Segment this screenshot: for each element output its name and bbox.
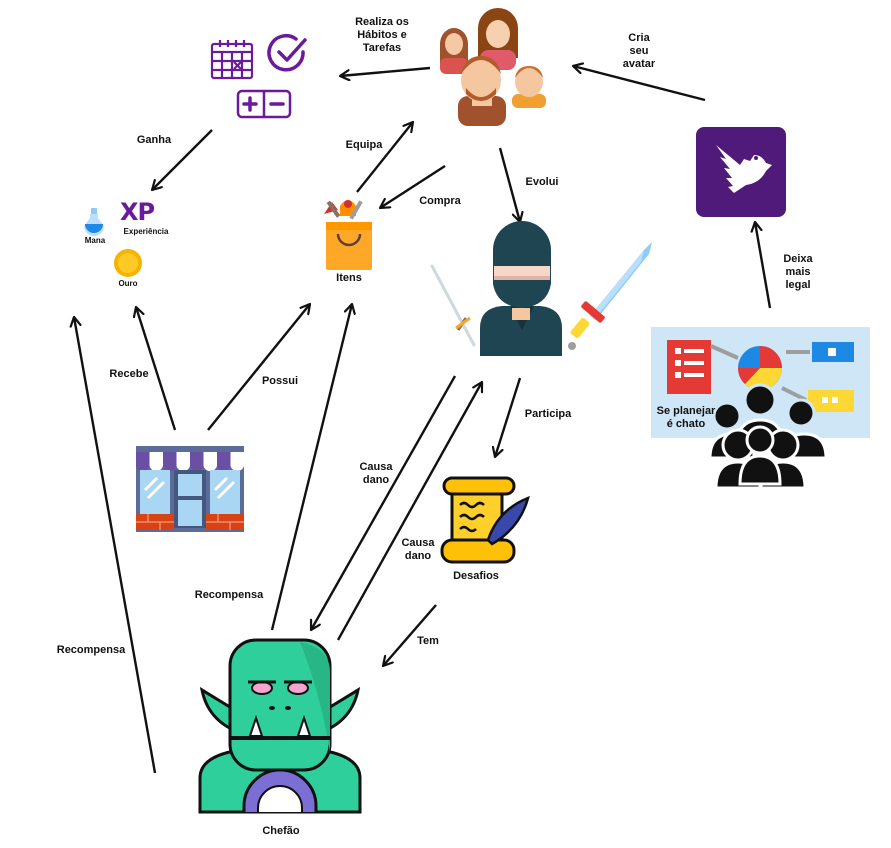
- boss-label: Chefão: [262, 825, 300, 837]
- edge-label-realiza: Realiza os Hábitos e Tarefas: [355, 16, 409, 54]
- store-icon: [136, 446, 244, 532]
- arrow-store-to-items: [207, 304, 310, 431]
- arrow-users-to-items: [380, 164, 446, 208]
- habits-icons: [210, 34, 307, 119]
- edge-label-recompensa-1: Recompensa: [194, 589, 264, 601]
- habitica-griffin-icon: [696, 127, 786, 217]
- edge-label-deixa: Deixa mais legal: [783, 253, 813, 291]
- edge-label-causa-2: Causa dano: [401, 537, 435, 562]
- people-group-icon: [708, 383, 828, 490]
- planning-label: Se planejar é chato: [656, 405, 716, 430]
- calendar-icon: [210, 40, 254, 80]
- edge-label-tem: Tem: [417, 635, 439, 647]
- items-label: Itens: [336, 272, 362, 284]
- orc-boss-icon: [198, 638, 362, 814]
- arrow-ninja-to-boss: [311, 375, 457, 630]
- edge-label-compra: Compra: [419, 195, 461, 207]
- mana-label: Mana: [84, 236, 106, 245]
- edge-label-evolui: Evolui: [525, 176, 559, 188]
- mana-potion-icon: [84, 208, 104, 236]
- arrows: [74, 66, 772, 774]
- arrow-boss-to-items: [270, 304, 352, 631]
- gold-coin-icon: [114, 249, 142, 277]
- arrow-items-to-users: [356, 122, 413, 193]
- arrow-planning-to-habitica: [755, 222, 772, 309]
- arrow-boss-to-rewards: [74, 317, 157, 774]
- ninja-avatar-icon: [430, 221, 652, 356]
- edge-label-possui: Possui: [261, 375, 299, 387]
- xp-text: XP: [120, 198, 155, 226]
- arrow-challenges-to-boss: [383, 604, 437, 666]
- xp-sub-label: Experiência: [123, 227, 169, 236]
- arrow-ninja-to-challenges: [495, 377, 522, 457]
- edge-label-causa-1: Causa dano: [359, 461, 393, 486]
- arrow-store-to-mana: [136, 307, 177, 431]
- shopping-bag-icon: [324, 200, 372, 270]
- arrow-habitica-to-users: [573, 66, 706, 102]
- arrow-users-to-habits: [340, 66, 431, 76]
- plus-minus-icon: [236, 89, 292, 119]
- arrow-habits-to-rewards: [152, 129, 213, 190]
- edge-label-equipa: Equipa: [345, 139, 383, 151]
- edge-label-cria: Cria seu avatar: [622, 32, 656, 70]
- scroll-quill-icon: [440, 476, 530, 564]
- edge-label-ganha: Ganha: [136, 134, 172, 146]
- family-icon: [440, 8, 546, 126]
- edge-label-recebe: Recebe: [109, 368, 149, 380]
- pie-chart-icon: [738, 346, 782, 390]
- check-circle-icon: [267, 34, 307, 72]
- arrow-users-to-ninja: [498, 147, 520, 222]
- challenges-label: Desafios: [453, 570, 499, 582]
- edge-label-recompensa-2: Recompensa: [56, 644, 126, 656]
- gold-label: Ouro: [118, 279, 138, 288]
- arrow-boss-to-ninja: [336, 382, 482, 641]
- edge-label-participa: Participa: [524, 408, 572, 420]
